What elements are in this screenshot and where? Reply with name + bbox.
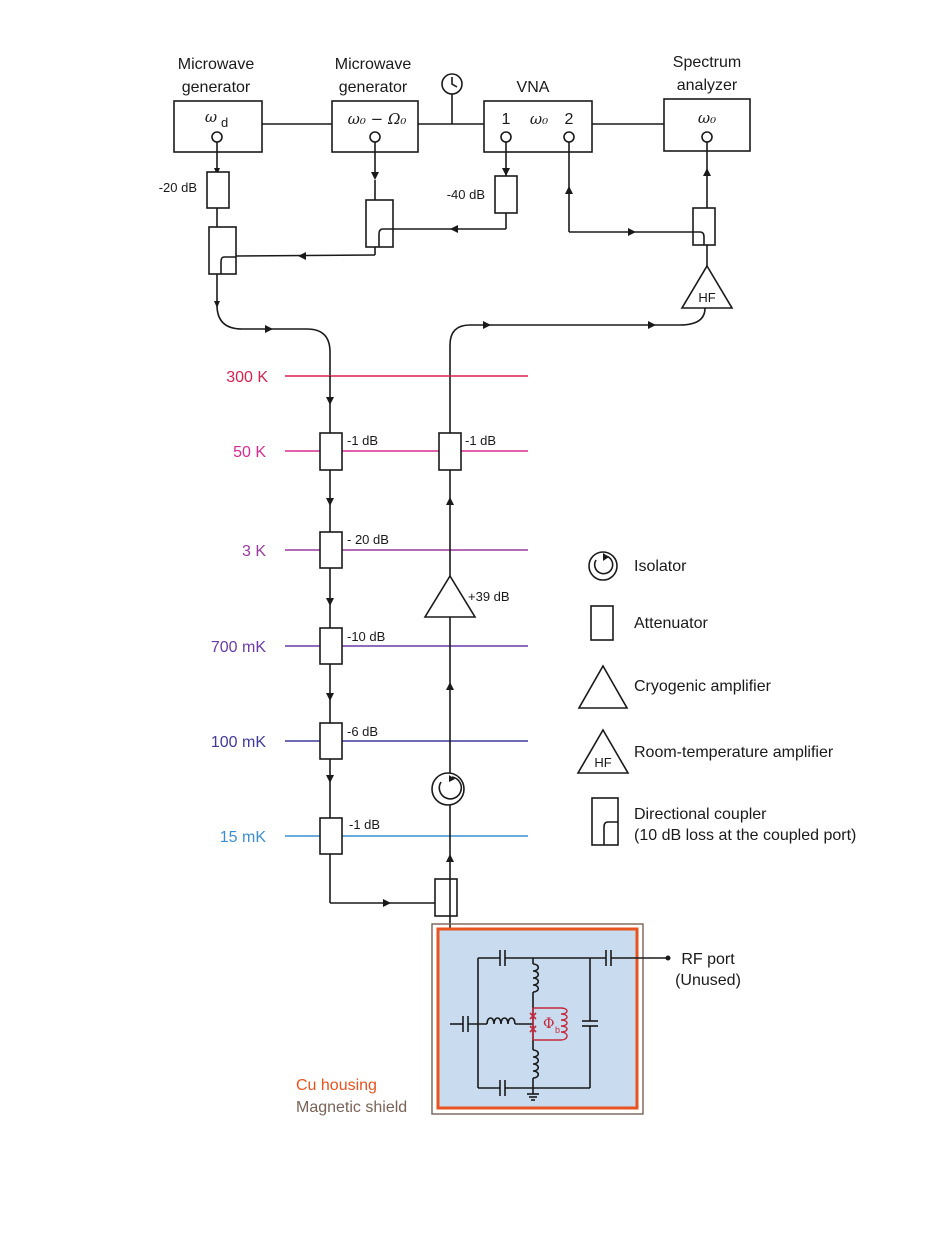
clock-reference-icon (441, 73, 463, 95)
circuit-schematic: Φ b (450, 950, 671, 1101)
spectrum-analyzer: Spectrum analyzer ω₀ (663, 54, 751, 152)
input-att-label-100mk: -6 dB (347, 724, 378, 739)
vna-instrument: VNA 1 ω₀ 2 (483, 79, 593, 153)
coupler-fridge (434, 878, 458, 917)
coupler-drive (208, 226, 237, 275)
legend-attenuator-icon (590, 605, 614, 641)
vna-port1-icon (500, 131, 512, 143)
cryo-amp-gain: +39 dB (468, 589, 510, 604)
stage-label-100mk: 100 mK (211, 734, 266, 751)
microwave-generator-pump: Microwave generator ω₀ − Ω₀ (331, 56, 419, 153)
vna-port2-icon (563, 131, 575, 143)
junction-bottom-icon (529, 1025, 537, 1033)
legend-rt-amp-label: Room-temperature amplifier (634, 744, 834, 761)
stage-label-300k: 300 K (226, 369, 268, 386)
gen1-title-line2: generator (182, 79, 251, 96)
output-att-label-50k: -1 dB (465, 433, 496, 448)
rf-port-label-2: (Unused) (675, 972, 741, 989)
gen1-box (173, 100, 263, 153)
gen2-title-line2: generator (339, 79, 408, 96)
cu-housing-label: Cu housing (296, 1077, 377, 1094)
legend-rt-amp-icon (576, 728, 630, 774)
junction-top-icon (529, 1012, 537, 1020)
gen2-title-line1: Microwave (335, 56, 412, 73)
pump-line-room-temp: -40 dB (365, 142, 518, 255)
rf-port-label-1: RF port (681, 951, 735, 968)
reference-clock-lines (262, 94, 664, 125)
gen1-freq: ω (205, 108, 217, 126)
attenuator-20db (206, 171, 230, 209)
isolator (431, 772, 465, 806)
att-gen1-label: -20 dB (159, 180, 197, 195)
magnetic-shield-outline (431, 923, 644, 1115)
input-att-label-50k: -1 dB (347, 433, 378, 448)
input-attenuator-50k (319, 432, 343, 471)
sa-freq: ω₀ (698, 109, 716, 127)
legend-coupler-label-2: (10 dB loss at the coupled port) (634, 827, 856, 844)
sa-title-line1: Spectrum (673, 54, 741, 71)
gen1-freq-sub: d (221, 115, 228, 130)
stage-label-700mk: 700 mK (211, 639, 266, 656)
input-att-label-3k: - 20 dB (347, 532, 389, 547)
legend-isolator-label: Isolator (634, 558, 687, 575)
vna-freq: ω₀ (530, 110, 548, 128)
legend-attenuator-label: Attenuator (634, 615, 709, 632)
legend: Isolator Attenuator Cryogenic amplifier … (576, 551, 856, 846)
sa-title-line2: analyzer (677, 77, 738, 94)
hf-amp-label: HF (698, 290, 715, 305)
flux-sub: b (555, 1025, 560, 1035)
gen1-port-icon (211, 131, 223, 143)
stage-label-3k: 3 K (242, 543, 266, 560)
sample-package: Φ b RF port (Unused) Cu housing Magnetic… (296, 923, 741, 1116)
legend-cryo-amp-icon (577, 664, 629, 709)
flux-symbol: Φ (543, 1016, 554, 1032)
stage-label-50k: 50 K (233, 444, 266, 461)
stage-label-15mk: 15 mK (220, 829, 267, 846)
drive-line-room-temp: -20 dB (159, 142, 376, 376)
legend-coupler-label-1: Directional coupler (634, 806, 767, 823)
gen2-port-icon (369, 131, 381, 143)
magnetic-shield-label: Magnetic shield (296, 1099, 407, 1116)
squid-loop: Φ b (529, 1007, 568, 1041)
output-line-fridge: -1 dB +39 dB (423, 432, 510, 1024)
vna-port2-label: 2 (565, 111, 574, 128)
att-vna-label: -40 dB (447, 187, 485, 202)
cu-housing-outline (436, 927, 639, 1110)
attenuator-40db (494, 175, 518, 214)
input-attenuator-15mk (319, 817, 343, 855)
input-line-fridge: -1 dB - 20 dB -10 dB -6 dB -1 dB (319, 376, 447, 914)
hf-amplifier (680, 264, 734, 309)
sa-port-icon (701, 131, 713, 143)
input-att-label-700mk: -10 dB (347, 629, 385, 644)
microwave-generator-drive: Microwave generator ω d (173, 56, 263, 153)
rf-port-terminal-icon (665, 955, 671, 961)
gen1-title-line1: Microwave (178, 56, 255, 73)
gen2-freq: ω₀ − Ω₀ (348, 110, 407, 128)
vna-box (483, 100, 593, 153)
output-line-room-temp: HF (449, 142, 734, 436)
legend-cryo-amp-label: Cryogenic amplifier (634, 678, 772, 695)
input-attenuator-100mk (319, 722, 343, 760)
output-attenuator-50k (438, 432, 462, 471)
vna-port1-label: 1 (502, 111, 511, 128)
input-attenuator-700mk (319, 627, 343, 665)
vna-title: VNA (517, 79, 550, 96)
input-attenuator-3k (319, 531, 343, 569)
input-att-label-15mk: -1 dB (349, 817, 380, 832)
legend-rt-amp-icon-label: HF (594, 755, 611, 770)
